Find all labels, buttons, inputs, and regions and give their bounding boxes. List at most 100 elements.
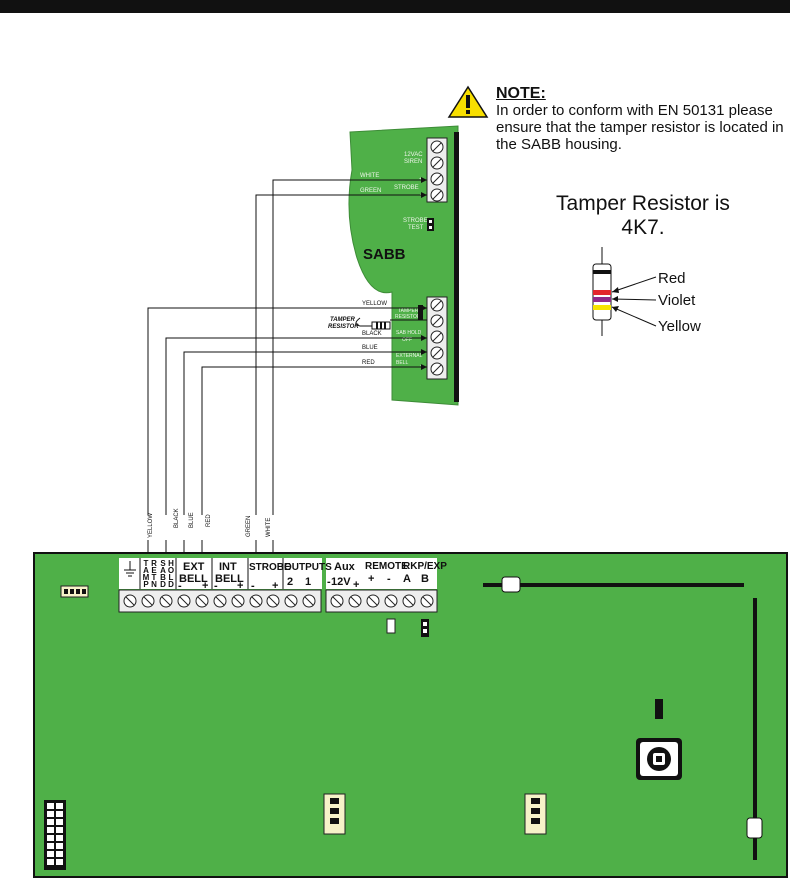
- ext-bell-label-1: EXT: [183, 561, 205, 573]
- band-label-violet: Violet: [658, 292, 696, 309]
- vlabel-green: GREEN: [246, 516, 252, 537]
- svg-text:A: A: [143, 566, 149, 575]
- board-jumper-right: [655, 699, 663, 719]
- tamper-link-jumper[interactable]: [418, 305, 423, 320]
- tamper-letters: T A M P R E T N S A B D H O L D: [143, 559, 174, 589]
- header-connector-small: [60, 585, 89, 598]
- remote-plus: +: [368, 573, 374, 585]
- wire-red: [201, 366, 427, 515]
- sabb-external-bell-1: EXTERNAL: [396, 353, 423, 359]
- svg-text:P: P: [143, 580, 149, 589]
- sabb-lower-terminal-block: [426, 296, 448, 380]
- vlabel-yellow: YELLOW: [148, 513, 154, 538]
- wire-label-yellow: YELLOW: [362, 301, 387, 307]
- tamper-title-line-2: 4K7.: [621, 216, 665, 239]
- wire-blue: [183, 351, 427, 515]
- ext-bell-plus: +: [202, 580, 208, 592]
- svg-text:O: O: [168, 566, 174, 575]
- sabb-strobe-label: STROBE: [394, 185, 419, 191]
- aux-minus: -: [327, 576, 331, 588]
- note-text: In order to conform with EN 50131 please…: [496, 102, 784, 153]
- sabb-siren-label-1: 12VAC: [404, 152, 423, 158]
- vlabel-blue: BLUE: [189, 512, 195, 528]
- svg-text:L: L: [169, 573, 174, 582]
- svg-text:D: D: [168, 580, 174, 589]
- wire-green: [255, 194, 427, 515]
- resistor-band-red: [593, 290, 611, 295]
- resistor-band-yellow: [593, 305, 611, 310]
- svg-text:A: A: [160, 566, 166, 575]
- svg-text:R: R: [151, 559, 157, 568]
- resistor-band-violet: [593, 297, 611, 302]
- strobe-panel-minus: -: [251, 580, 255, 592]
- int-bell-label-1: INT: [219, 561, 237, 573]
- sabb-hold-off-2: OFF: [402, 337, 412, 343]
- resistor-illustration: [592, 247, 657, 336]
- int-bell-plus: +: [237, 580, 243, 592]
- strobe-test-jumper[interactable]: [427, 218, 434, 231]
- pin-header-bottom-left: [44, 800, 66, 870]
- connector-bottom-right: [524, 793, 547, 835]
- svg-text:T: T: [144, 559, 149, 568]
- svg-text:H: H: [168, 559, 174, 568]
- warning-icon: [447, 85, 489, 118]
- wire-white: [272, 179, 427, 515]
- terminal-label-strip-2: [326, 558, 437, 589]
- note-title: NOTE:: [496, 85, 546, 102]
- wire-label-black: BLACK: [362, 331, 382, 337]
- svg-text:S: S: [160, 559, 166, 568]
- vlabel-red: RED: [206, 514, 212, 527]
- sabb-strobe-test-2: TEST: [408, 225, 424, 231]
- connector-bottom-mid: [323, 793, 346, 835]
- band-label-red: Red: [658, 270, 686, 287]
- remote-led: [386, 618, 396, 634]
- sabb-board-edge: [454, 132, 459, 402]
- ext-bell-label-2: BELL: [179, 573, 208, 585]
- panel-terminal-block-1: [118, 589, 322, 613]
- note-block: NOTE: In order to conform with EN 50131 …: [496, 85, 788, 153]
- band-label-yellow: Yellow: [658, 318, 701, 335]
- sabb-title: SABB: [363, 246, 406, 263]
- sabb-external-bell-2: BELL: [396, 360, 408, 366]
- remote-label: REMOTE: [365, 561, 408, 572]
- top-bar: [0, 0, 790, 13]
- aux-label: Aux: [334, 561, 356, 573]
- wire-black: [165, 337, 427, 515]
- sabb-tamper-terminal-2: RESISTOR: [395, 314, 421, 320]
- svg-text:E: E: [151, 566, 157, 575]
- wire-label-white: WHITE: [360, 173, 379, 179]
- rkp-jumper[interactable]: [421, 619, 429, 637]
- sabb-siren-label-2: SIREN: [404, 159, 422, 165]
- wires: [147, 179, 427, 587]
- int-bell-minus: -: [214, 580, 218, 592]
- tamper-resistor-component: [371, 321, 391, 330]
- int-bell-label-2: BELL: [215, 573, 244, 585]
- terminal-label-strip: [119, 558, 322, 589]
- svg-text:M: M: [143, 573, 150, 582]
- strobe-panel-label: STROBE: [249, 562, 291, 573]
- aux-12v-label: 12V: [331, 576, 351, 588]
- wire-label-green: GREEN: [360, 188, 381, 194]
- reset-button[interactable]: [636, 738, 682, 780]
- tamper-resistor-title: Tamper Resistor is 4K7.: [548, 192, 738, 240]
- ext-bell-minus: -: [178, 580, 182, 592]
- wire-yellow: [147, 307, 427, 515]
- tamper-resistor-label-2: RESISTOR: [328, 324, 359, 330]
- vlabel-black: BLACK: [174, 508, 180, 528]
- aux-plus: +: [353, 579, 359, 591]
- remote-minus: -: [387, 573, 391, 585]
- bus-a-label: A: [403, 573, 411, 585]
- svg-text:N: N: [151, 580, 157, 589]
- wire-label-blue: BLUE: [362, 345, 378, 351]
- svg-text:B: B: [160, 573, 166, 582]
- wire-label-red: RED: [362, 360, 375, 366]
- strobe-panel-plus: +: [272, 580, 278, 592]
- rkp-exp-label: RKP/EXP: [403, 561, 447, 572]
- rail-clip-right: [746, 817, 763, 839]
- bus-b-label: B: [421, 573, 429, 585]
- tamper-title-line-1: Tamper Resistor is: [556, 192, 730, 215]
- vlabel-white: WHITE: [266, 518, 272, 537]
- output-2-label: 2: [287, 576, 293, 588]
- sabb-hold-off-1: SAB HOLD: [396, 330, 422, 336]
